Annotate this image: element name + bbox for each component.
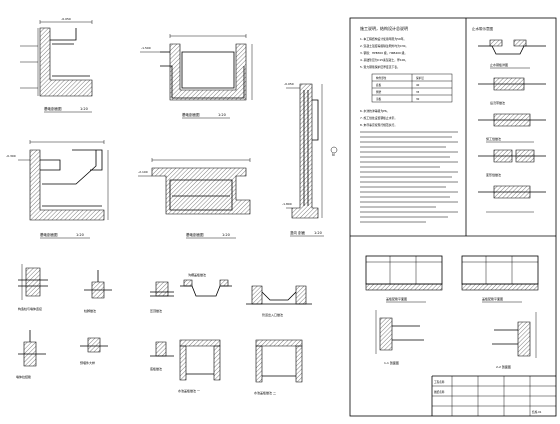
section-caption: 基础剖面图 [44, 106, 62, 111]
section-4: -2.100 基础剖面图 1:20 [138, 158, 251, 239]
section-caption: 基础剖面图 [40, 232, 58, 237]
cover-plan-right: 盖板配筋平面图 [461, 255, 539, 303]
right-panel [349, 17, 557, 417]
side-detail-caption: 后浇带做法 [490, 100, 505, 105]
detail-caption: 水池盖板做法 一 [178, 388, 200, 393]
notes-title: 施工说明，结构设计总说明 [360, 25, 408, 31]
title-block: 工程名称 图纸名称 结施-01 [432, 376, 556, 416]
note-line: 7. 施工缝处设置钢板止水带。 [360, 116, 397, 120]
detail-caption: 底板做法 [150, 366, 162, 371]
drawing-number: 结施-01 [532, 410, 542, 414]
detail-caption: 管道出入口做法 [262, 312, 283, 317]
detail-8: 底板做法 [150, 341, 174, 371]
section-1-1: 1-1 剖面图 [375, 310, 424, 365]
detail-caption: 沟槽盖板做法 [188, 272, 206, 277]
table-cell: 底板 [376, 83, 382, 87]
side-details-title: 止水带示意图 [472, 26, 493, 31]
side-detail-caption: 止水钢板详图 [490, 62, 508, 67]
detail-9: 水池盖板做法 一 [178, 339, 221, 393]
detail-4: 沟槽盖板做法 [180, 272, 232, 297]
title-block-cell: 图纸名称 [434, 390, 445, 394]
detail-caption: 构造柱与墙体连接 [18, 306, 42, 311]
note-line: 6. 水池抗渗等级为P6。 [360, 109, 389, 113]
detail-caption: 压顶做法 [150, 308, 162, 313]
level-text: -0.050 [284, 82, 294, 86]
level-text: -1.800 [282, 202, 292, 206]
detail-2: 柱脚做法 [84, 270, 112, 313]
detail-caption: 墙体拉结筋 [16, 374, 31, 379]
detail-5: 管道出入口做法 [246, 285, 312, 317]
table-cell: 35 [416, 90, 420, 94]
note-line: 5. 受力钢筋保护层厚度见下表。 [360, 65, 400, 69]
level-text: -0.050 [61, 17, 71, 21]
section-scale: 1:20 [80, 107, 88, 111]
table-cell: 顶板 [376, 97, 382, 101]
detail-6: 墙体拉结筋 [16, 330, 46, 379]
level-text: -0.300 [6, 154, 16, 158]
table-cell: 侧壁 [376, 90, 382, 94]
table-cell: 30 [416, 97, 420, 101]
detail-caption: 预埋件大样 [80, 360, 95, 365]
detail-caption: 水池盖板做法 二 [254, 390, 276, 395]
section-3: -0.300 基础剖面图 1:20 [6, 140, 109, 239]
design-notes: 施工说明，结构设计总说明 1. 本工程结构设计使用年限为50年。 2. 混凝土强… [360, 25, 458, 223]
section-caption: 1-1 剖面图 [384, 360, 399, 365]
level-text: -1.500 [141, 46, 151, 50]
section-scale: 1:20 [76, 233, 84, 237]
section-caption: 基础剖面图 [186, 232, 204, 237]
table-header: 构件部位 [376, 76, 387, 80]
plan-caption: 盖板配筋平面图 [386, 296, 407, 301]
side-detail-caption: 施工缝做法 [486, 136, 501, 141]
detail-caption: 柱脚做法 [84, 308, 96, 313]
plan-caption: 盖板配筋平面图 [482, 296, 503, 301]
detail-10: 水池盖板做法 二 [254, 339, 303, 395]
title-block-cell: 工程名称 [434, 380, 445, 384]
note-line: 1. 本工程结构设计使用年限为50年。 [360, 37, 406, 41]
north-symbol: N [332, 153, 335, 157]
cover-plan-left: 盖板配筋平面图 [365, 255, 443, 303]
detail-1: 构造柱与墙体连接 [18, 264, 48, 311]
section-scale: 1:20 [218, 113, 226, 117]
section-5-vertical: -0.050 -1.800 N 竖向 剖面 1:20 [282, 82, 338, 237]
side-detail-caption: 变形缝做法 [486, 172, 501, 177]
detail-3: 压顶做法 [150, 281, 174, 313]
section-scale: 1:20 [222, 233, 230, 237]
section-caption: 竖向 剖面 [290, 230, 306, 235]
note-line: 3. 钢筋：HPB300 级，HRB400 级。 [360, 51, 407, 55]
section-caption: 2-2 剖面图 [496, 364, 511, 369]
note-line: 4. 基础垫层为C15素混凝土，厚100。 [360, 58, 408, 62]
section-2-2: 2-2 剖面图 [492, 312, 537, 369]
section-1: -0.050 基础剖面图 1:20 [20, 17, 93, 113]
section-caption: 基础剖面图 [182, 112, 200, 117]
level-text: -2.100 [138, 170, 148, 174]
table-cell: 40 [416, 83, 420, 87]
side-details: 止水带示意图 止水钢板详图 后浇带做法 施工缝做法 变形缝做法 [472, 26, 546, 213]
table-header: 保护层 [416, 76, 424, 80]
section-2: -1.500 基础剖面图 1:20 [140, 34, 253, 119]
section-scale: 1:20 [314, 231, 322, 235]
note-line: 2. 混凝土强度等级除注明外均为C30。 [360, 44, 408, 48]
detail-7: 预埋件大样 [80, 337, 108, 365]
note-line: 8. 未尽事宜按现行规范执行。 [360, 123, 397, 127]
